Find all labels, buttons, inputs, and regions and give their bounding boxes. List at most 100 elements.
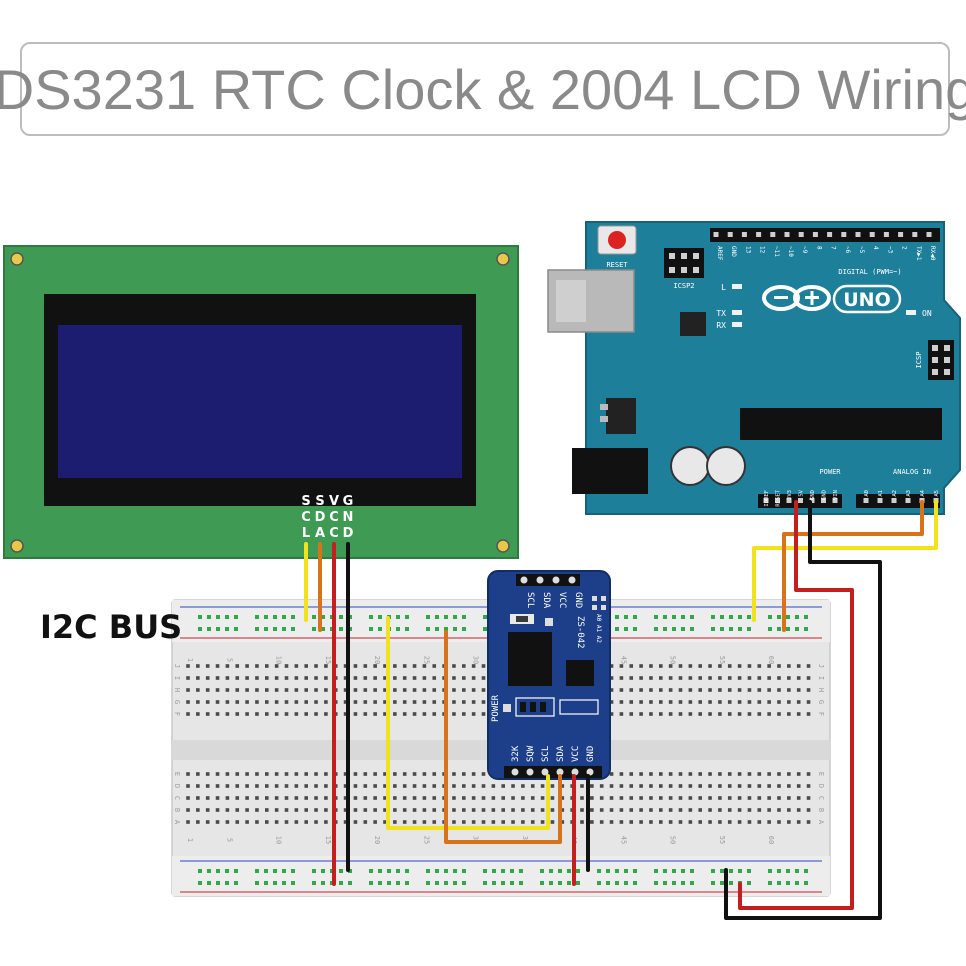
breadboard-hole	[639, 784, 643, 788]
breadboard-hole	[668, 676, 673, 680]
breadboard-hole	[521, 808, 525, 812]
breadboard-column-number: 45	[619, 836, 627, 844]
breadboard-hole	[806, 700, 811, 704]
rail-hole	[282, 869, 286, 873]
breadboard-hole	[452, 772, 456, 776]
breadboard-hole	[196, 820, 200, 824]
rail-hole	[435, 615, 439, 619]
digital-pin-label: ~3	[886, 246, 893, 254]
rail-hole	[234, 869, 238, 873]
rail-hole	[225, 627, 229, 631]
breadboard-hole	[767, 808, 771, 812]
rail-hole	[795, 869, 799, 873]
breadboard-hole	[796, 796, 801, 800]
rail-hole	[729, 869, 733, 873]
lcd-mount-hole	[496, 539, 510, 553]
rail-hole	[624, 881, 628, 885]
rail-hole	[198, 881, 202, 885]
breadboard-hole	[265, 784, 269, 788]
logo-uno-text: UNO	[843, 289, 890, 311]
breadboard-hole	[787, 664, 791, 668]
breadboard-hole	[560, 820, 565, 824]
breadboard-hole	[383, 784, 387, 788]
breadboard-hole	[580, 796, 584, 800]
rtc-bottom-pin	[556, 768, 564, 776]
digital-header-pin	[855, 232, 861, 237]
rail-hole	[540, 869, 544, 873]
rtc-bottom-pin-label: 32K	[511, 745, 521, 762]
breadboard-hole	[235, 772, 240, 776]
breadboard-hole	[255, 688, 259, 692]
breadboard-hole	[806, 808, 811, 812]
logo-loop-left	[762, 285, 800, 311]
breadboard-hole	[324, 796, 328, 800]
breadboard-hole	[314, 664, 318, 668]
rail-hole	[378, 627, 382, 631]
rail-hole	[672, 627, 676, 631]
rail-hole	[747, 881, 751, 885]
breadboard-column-number: 10	[275, 656, 283, 664]
breadboard-hole	[609, 820, 614, 824]
breadboard-hole	[787, 796, 791, 800]
rail-hole	[558, 869, 562, 873]
address-pad	[601, 596, 606, 601]
breadboard-hole	[373, 664, 377, 668]
icsp2-label: ICSP2	[673, 282, 694, 290]
analog-header-pin	[891, 498, 897, 503]
breadboard-hole	[481, 664, 486, 668]
address-pad	[592, 596, 597, 601]
breadboard-hole	[737, 820, 742, 824]
breadboard-row-letter: D	[817, 784, 825, 788]
breadboard-hole	[668, 808, 673, 812]
breadboard-hole	[245, 796, 249, 800]
rail-hole	[606, 869, 610, 873]
breadboard-hole	[727, 796, 732, 800]
rail-hole	[216, 869, 220, 873]
rail-hole	[291, 615, 295, 619]
usb-inner	[556, 280, 586, 322]
rail-hole	[654, 615, 658, 619]
breadboard-hole	[767, 700, 771, 704]
lcd-pin-label: D	[343, 526, 354, 541]
breadboard-hole	[235, 712, 240, 716]
power-pin-label: 3V3	[787, 490, 793, 500]
rtc-pin-array	[559, 699, 599, 715]
rtc-resistor-array-element	[520, 702, 526, 712]
icsp-pins	[932, 345, 950, 375]
breadboard-hole	[373, 688, 377, 692]
rail-hole	[216, 615, 220, 619]
rail-hole	[597, 881, 601, 885]
breadboard-column-number: 5	[225, 658, 233, 662]
power-header-pin	[809, 498, 815, 503]
breadboard-hole	[590, 808, 594, 812]
breadboard-column-number: 60	[767, 656, 775, 664]
rtc-smd	[545, 618, 553, 626]
rail-hole	[339, 881, 343, 885]
digital-header-pin	[784, 232, 790, 237]
breadboard-hole	[747, 772, 752, 776]
rail-hole	[681, 881, 685, 885]
analog-pin-label: A3	[906, 490, 912, 497]
wire-arduino-5v	[738, 500, 854, 910]
breadboard-hole	[235, 784, 240, 788]
breadboard-hole	[432, 688, 437, 692]
breadboard-hole	[550, 784, 555, 788]
breadboard-hole	[186, 700, 190, 704]
address-pad	[601, 605, 606, 610]
rail-hole	[804, 869, 808, 873]
rail-hole	[681, 627, 685, 631]
rtc-top-pin-label: GND	[573, 592, 583, 608]
breadboard-hole	[718, 700, 722, 704]
breadboard-hole	[265, 808, 269, 812]
breadboard-hole	[255, 712, 259, 716]
breadboard-hole	[393, 676, 397, 680]
breadboard-hole	[383, 796, 387, 800]
breadboard-hole	[767, 664, 771, 668]
breadboard-hole	[324, 808, 328, 812]
breadboard-hole	[225, 688, 230, 692]
breadboard-hole	[393, 712, 397, 716]
breadboard-hole	[205, 820, 210, 824]
digital-header-pin	[912, 232, 918, 237]
breadboard-hole	[363, 772, 368, 776]
breadboard-hole	[747, 664, 752, 668]
